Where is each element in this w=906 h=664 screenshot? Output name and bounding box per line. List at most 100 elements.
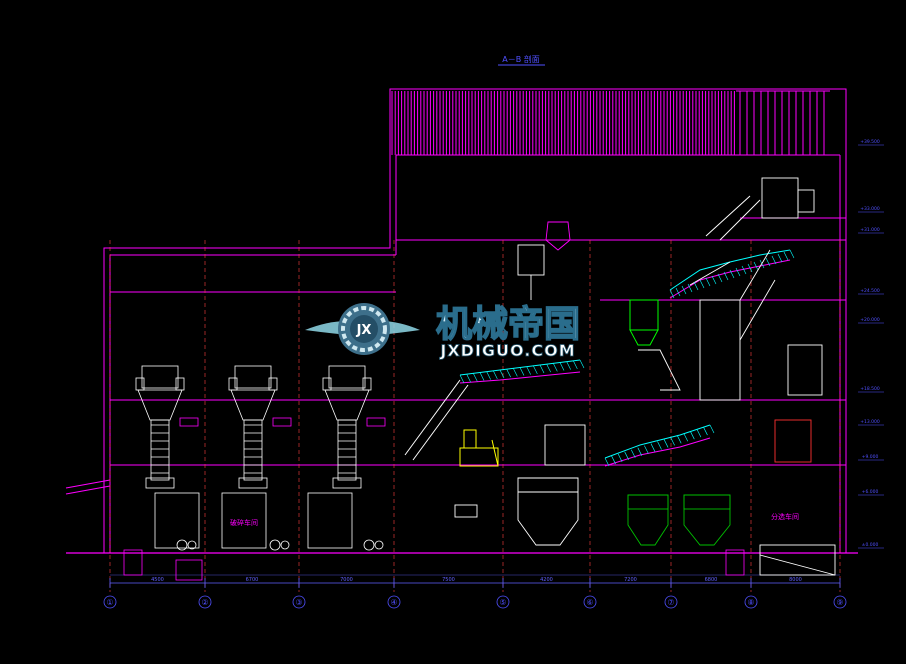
truss-member bbox=[559, 362, 565, 371]
truss-member bbox=[711, 275, 717, 285]
top-equipment bbox=[517, 177, 823, 463]
axis-bubble bbox=[744, 595, 758, 609]
truss-member bbox=[637, 447, 643, 456]
truss-member bbox=[741, 265, 747, 275]
truss-member bbox=[506, 369, 511, 378]
elevation-value: +33.000 bbox=[860, 206, 880, 212]
truss-member bbox=[650, 443, 656, 452]
truss-member bbox=[546, 364, 551, 373]
brand-name-cn: 机械帝国 bbox=[436, 304, 580, 345]
truss-member bbox=[466, 374, 471, 383]
building-outline bbox=[65, 88, 858, 554]
axis-label: ⑥ bbox=[586, 598, 593, 607]
truss-member bbox=[765, 257, 771, 267]
axis-label: ⑦ bbox=[667, 598, 674, 607]
truss-member bbox=[735, 267, 741, 277]
truss-member bbox=[696, 428, 702, 438]
axis-label: ③ bbox=[295, 598, 302, 607]
truss-member bbox=[717, 273, 723, 283]
conveyor-truss-members bbox=[459, 249, 795, 467]
truss-member bbox=[681, 285, 687, 295]
crusher-units bbox=[135, 365, 386, 551]
axis-bubble bbox=[496, 595, 510, 609]
truss-member bbox=[526, 366, 531, 375]
axis-bubble bbox=[103, 595, 117, 609]
brand-watermark: JX 机械帝国 JXDIGUO.COM bbox=[305, 303, 581, 360]
lower-hoppers bbox=[123, 492, 745, 581]
bay-dimension: 7500 bbox=[442, 577, 455, 583]
truss-member bbox=[459, 374, 465, 384]
axis-label: ④ bbox=[390, 598, 397, 607]
truss-member bbox=[539, 364, 545, 374]
elevation-tags: +39.500+33.000+31.000+24.500+20.000+18.5… bbox=[858, 139, 884, 549]
axis-label: ⑨ bbox=[836, 598, 843, 607]
truss-member bbox=[657, 441, 662, 450]
belt-conveyor-upper bbox=[669, 195, 791, 299]
elevation-value: +18.500 bbox=[860, 386, 880, 392]
elevation-value: +31.000 bbox=[860, 227, 880, 233]
truss-member bbox=[533, 365, 538, 374]
truss-member bbox=[573, 360, 578, 369]
truss-member bbox=[690, 431, 695, 440]
belt-conveyor-lower bbox=[604, 424, 711, 467]
truss-member bbox=[789, 249, 795, 259]
truss-member bbox=[670, 437, 675, 446]
truss-member bbox=[473, 373, 478, 382]
truss-member bbox=[493, 370, 498, 379]
truss-member bbox=[687, 283, 693, 293]
crusher-unit bbox=[228, 365, 292, 551]
dimension-chain bbox=[110, 574, 840, 584]
truss-member bbox=[683, 433, 689, 442]
elevation-value: +13.000 bbox=[860, 419, 880, 425]
truss-member bbox=[699, 279, 705, 289]
logo-letters: JX bbox=[356, 323, 372, 338]
truss-member bbox=[747, 263, 753, 273]
truss-member bbox=[624, 451, 629, 460]
truss-member bbox=[709, 424, 715, 434]
truss-member bbox=[553, 363, 558, 372]
brand-name-en: JXDIGUO.COM bbox=[439, 341, 575, 360]
bay-dimension: 4500 bbox=[151, 577, 164, 583]
axis-bubble bbox=[292, 595, 306, 609]
bay-dimension: 7200 bbox=[624, 577, 637, 583]
bay-dimension: 6700 bbox=[246, 577, 259, 583]
yellow-feeder bbox=[459, 299, 659, 467]
elevation-value: +9.000 bbox=[862, 454, 879, 460]
elevation-value: ±0.000 bbox=[862, 542, 879, 548]
axis-label: ② bbox=[201, 598, 208, 607]
truss-member bbox=[611, 455, 616, 465]
truss-member bbox=[783, 251, 789, 261]
truss-member bbox=[669, 289, 675, 299]
crusher-unit bbox=[135, 365, 199, 551]
bay-dimension: 6800 bbox=[705, 577, 718, 583]
room-label-sorting: 分选车间 bbox=[771, 512, 799, 521]
elevation-value: +24.500 bbox=[860, 288, 880, 294]
roof-truss bbox=[391, 90, 830, 155]
axis-bubble bbox=[833, 595, 847, 609]
room-label-crushing: 破碎车间 bbox=[230, 518, 258, 527]
truss-member bbox=[777, 253, 783, 263]
axis-bubble bbox=[387, 595, 401, 609]
truss-member bbox=[519, 367, 525, 376]
truss-member bbox=[644, 445, 649, 454]
truss-member bbox=[723, 271, 729, 281]
truss-member bbox=[705, 277, 711, 287]
axis-label: ① bbox=[106, 598, 113, 607]
truss-member bbox=[630, 449, 636, 458]
truss-member bbox=[513, 368, 518, 377]
bay-dimension: 8000 bbox=[789, 577, 802, 583]
axis-label: ⑧ bbox=[747, 598, 754, 607]
truss-member bbox=[486, 371, 491, 380]
elevation-value: +20.000 bbox=[860, 317, 880, 323]
truss-member bbox=[753, 261, 759, 271]
truss-member bbox=[617, 453, 623, 463]
truss-member bbox=[729, 269, 735, 279]
truss-member bbox=[703, 426, 708, 436]
axis-grid bbox=[109, 240, 841, 592]
truss-member bbox=[676, 435, 682, 444]
truss-member bbox=[499, 369, 505, 379]
truss-member bbox=[604, 457, 610, 467]
